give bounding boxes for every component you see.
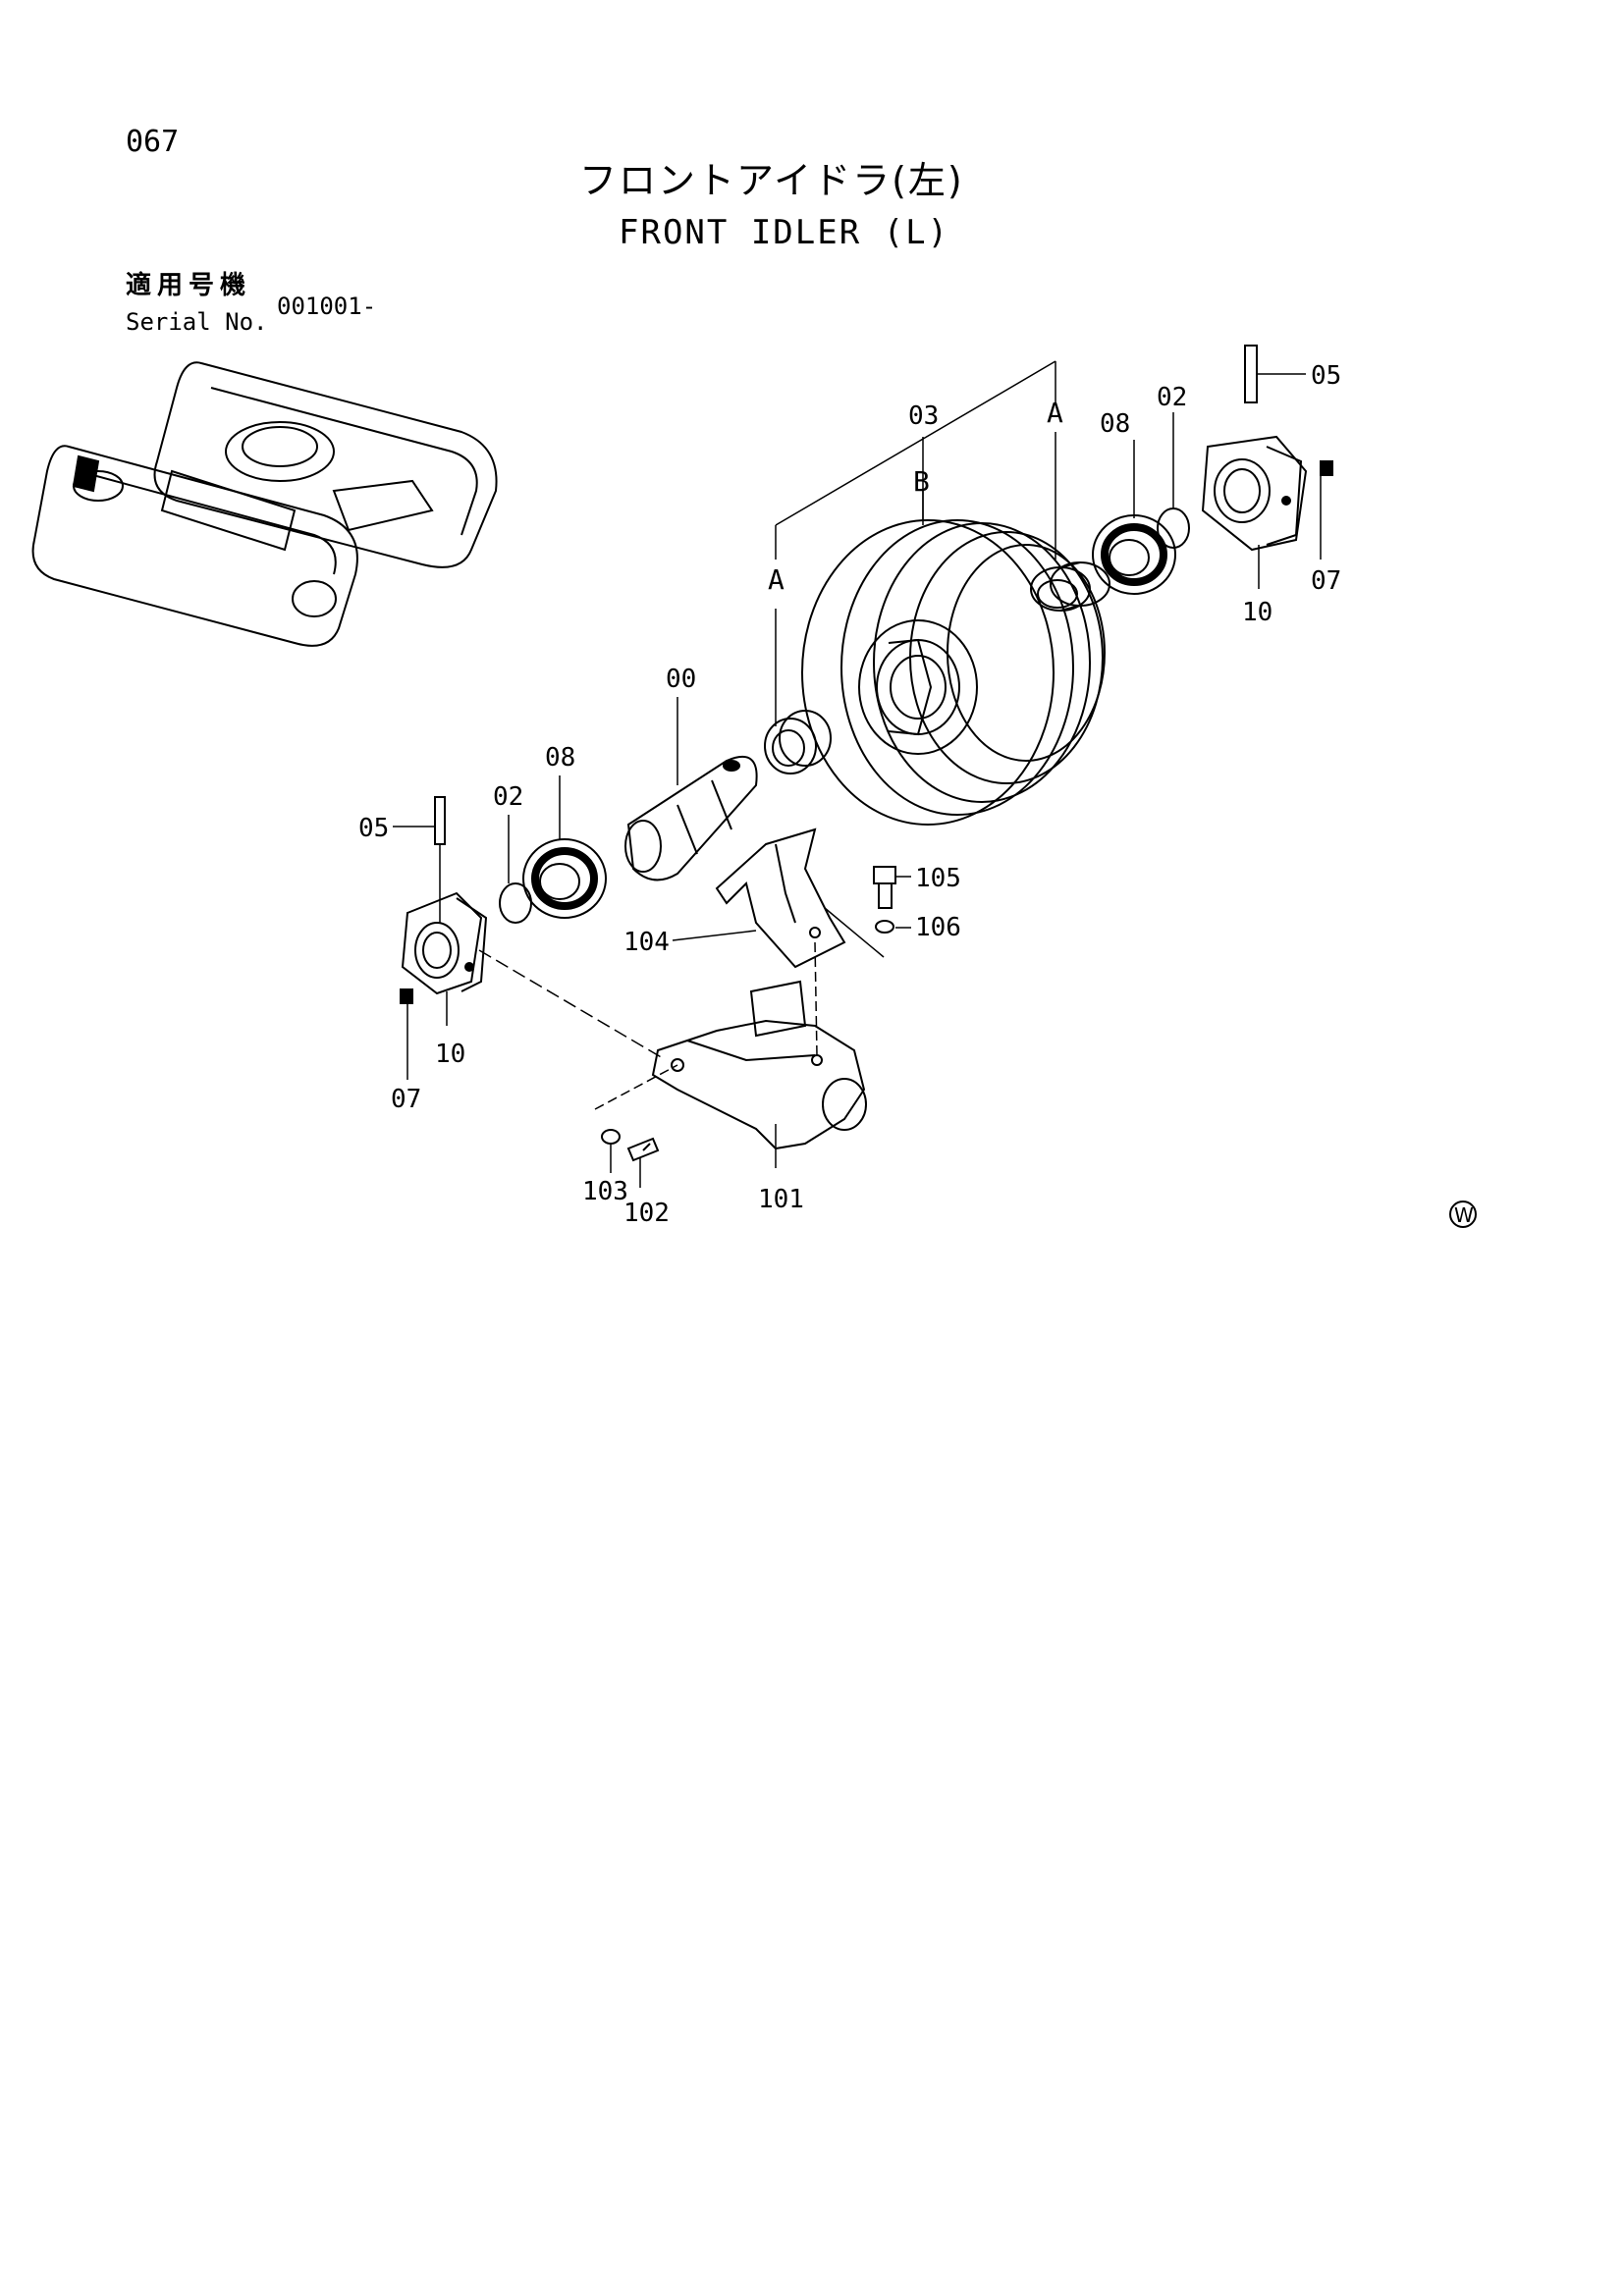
bolt-105 bbox=[873, 866, 896, 909]
callout-104: 104 bbox=[623, 928, 670, 957]
leader-lines bbox=[393, 360, 1322, 1188]
idler-shaft bbox=[624, 756, 758, 881]
washer-106 bbox=[875, 920, 894, 934]
callout-10-right: 10 bbox=[1242, 598, 1272, 627]
callout-00: 00 bbox=[666, 665, 696, 694]
corner-mark: W bbox=[1449, 1201, 1477, 1228]
reference-b: B bbox=[913, 465, 930, 498]
title-japanese: フロントアイドラ(左) bbox=[579, 159, 964, 202]
serial-label-japanese: 適用号機 bbox=[126, 271, 252, 300]
bushing-a-right bbox=[1030, 561, 1110, 612]
callout-05-left: 05 bbox=[358, 814, 389, 843]
undercarriage-thumbnail bbox=[31, 361, 498, 647]
bolt-102 bbox=[626, 1137, 660, 1162]
guard-plate bbox=[715, 828, 846, 969]
o-ring-left bbox=[499, 882, 532, 924]
callout-10-left: 10 bbox=[435, 1040, 465, 1069]
serial-label-english: Serial No. bbox=[126, 308, 268, 336]
callout-103: 103 bbox=[582, 1177, 628, 1206]
callout-labels: 05 07 10 02 08 03 A B A 00 08 02 05 10 0… bbox=[358, 361, 1341, 1228]
callout-102: 102 bbox=[623, 1199, 670, 1228]
callout-08-right: 08 bbox=[1100, 409, 1130, 439]
title-english: FRONT IDLER (L) bbox=[619, 213, 950, 252]
pin-right bbox=[1244, 345, 1258, 403]
bracket-right bbox=[1201, 435, 1308, 552]
callout-07-left: 07 bbox=[391, 1085, 421, 1114]
grease-fitting-left bbox=[400, 988, 413, 1004]
grease-fitting-right bbox=[1320, 460, 1333, 476]
pin-left bbox=[434, 796, 446, 845]
corner-mark-letter: W bbox=[1454, 1203, 1474, 1227]
callout-02-right: 02 bbox=[1157, 383, 1187, 412]
callout-07-right: 07 bbox=[1311, 566, 1341, 596]
callout-08-left: 08 bbox=[545, 743, 575, 773]
page-number: 067 bbox=[126, 125, 180, 159]
idler-yoke bbox=[651, 980, 867, 1150]
bracket-left bbox=[401, 891, 488, 995]
callout-03: 03 bbox=[908, 401, 939, 431]
washer-103 bbox=[601, 1129, 621, 1145]
serial-number-value: 001001- bbox=[277, 293, 377, 320]
reference-a-left: A bbox=[768, 563, 785, 596]
callout-02-left: 02 bbox=[493, 782, 523, 812]
callout-101: 101 bbox=[758, 1185, 804, 1214]
callout-105: 105 bbox=[915, 864, 961, 893]
bushing-a-left bbox=[764, 710, 832, 774]
reference-a-right: A bbox=[1047, 397, 1063, 429]
floating-seal-left bbox=[522, 838, 607, 919]
floating-seal-right bbox=[1092, 514, 1176, 595]
callout-05-right: 05 bbox=[1311, 361, 1341, 391]
idler-wheel bbox=[801, 519, 1106, 826]
callout-106: 106 bbox=[915, 913, 961, 942]
